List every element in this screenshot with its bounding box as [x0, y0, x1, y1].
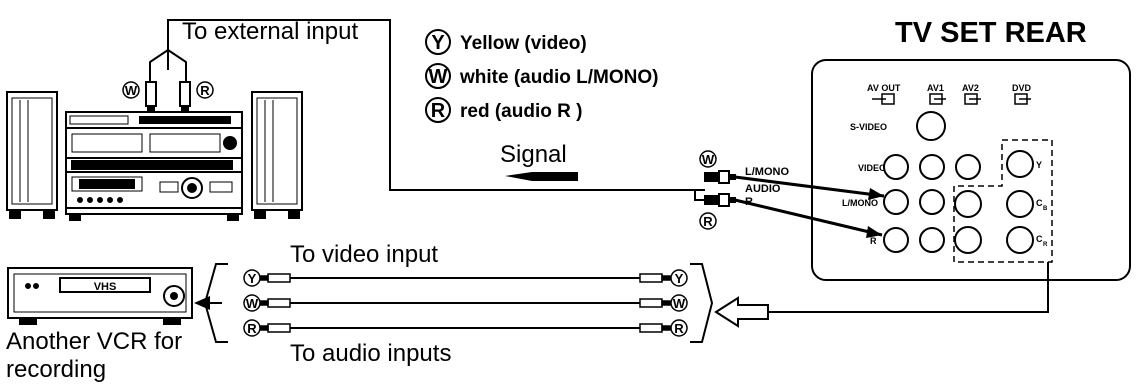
- component-y-jack: [1006, 150, 1034, 178]
- hollow-arrow: [714, 296, 769, 328]
- component-cb-jack: [1006, 190, 1034, 218]
- svg-text:Y: Y: [431, 32, 445, 54]
- cable-label-audio: AUDIO: [745, 183, 781, 195]
- svg-text:Yellow (video): Yellow (video): [460, 33, 587, 54]
- s-video-jack: [916, 111, 946, 141]
- svg-text:R: R: [1043, 242, 1048, 248]
- legend-symbol-white: [425, 63, 451, 89]
- tv-plug-red-symbol: R: [699, 212, 717, 230]
- legend-symbol-yellow: [425, 29, 451, 55]
- component-cr-jack: [1006, 226, 1034, 254]
- vcr-plug-white-right: W: [670, 294, 688, 312]
- stereo-system-illustration: [6, 91, 303, 221]
- svg-text:white (audio L/MONO): white (audio L/MONO): [459, 67, 658, 88]
- svg-text:AV1: AV1: [927, 83, 944, 93]
- svg-text:W: W: [702, 152, 715, 167]
- vcr-vhs-label: VHS: [94, 281, 117, 293]
- svg-text:W: W: [125, 83, 138, 98]
- av-video-jack-1: [883, 154, 909, 180]
- to-external-input-label: To external input: [182, 18, 358, 45]
- svg-text:AV OUT: AV OUT: [867, 83, 901, 93]
- legend-item-red: R red (audio R ): [425, 97, 582, 123]
- svg-text:W: W: [246, 296, 259, 311]
- svg-text:W: W: [429, 66, 448, 88]
- cable-bracket-right: [690, 263, 714, 343]
- svg-text:red (audio R ): red (audio R ): [460, 101, 582, 122]
- svg-text:DVD: DVD: [1012, 83, 1032, 93]
- cable-label-r: R: [745, 196, 753, 208]
- svg-text:VIDEO: VIDEO: [858, 163, 886, 173]
- stereo-plug-white-symbol: W: [122, 81, 140, 99]
- legend-item-white: W white (audio L/MONO): [425, 63, 658, 89]
- tv-plug-white-symbol: W: [699, 150, 717, 168]
- to-audio-inputs-label: To audio inputs: [290, 340, 451, 367]
- vcr-illustration: [7, 267, 193, 325]
- vcr-plug-red-right: R: [670, 319, 688, 337]
- svg-text:AV2: AV2: [962, 83, 979, 93]
- av-r-jack-1: [883, 227, 909, 253]
- svg-text:R: R: [431, 100, 446, 122]
- legend: Y Yellow (video) W white (audio L/MONO) …: [425, 29, 658, 123]
- svg-text:R: R: [200, 83, 210, 98]
- svg-text:R: R: [247, 321, 257, 336]
- component-dashed-box: [953, 139, 1053, 263]
- svg-text:B: B: [1043, 206, 1048, 212]
- vcr-plug-yellow-right: Y: [670, 269, 688, 287]
- output-arrow-head: [194, 296, 210, 310]
- legend-symbol-red: [425, 97, 451, 123]
- svg-text:S-VIDEO: S-VIDEO: [850, 122, 887, 132]
- av-lmono-jack-1: [883, 189, 909, 215]
- svg-text:Y: Y: [675, 271, 684, 286]
- svg-text:W: W: [673, 296, 686, 311]
- legend-item-yellow: Y Yellow (video): [425, 29, 587, 55]
- svg-text:R: R: [703, 214, 713, 229]
- signal-arrow: [505, 172, 578, 181]
- vcr-output-cables: [290, 277, 640, 329]
- tv-set-rear-title: TV SET REAR: [895, 17, 1087, 49]
- to-video-input-label: To video input: [290, 241, 438, 268]
- tv-audio-plugs: [694, 170, 885, 237]
- vcr-plug-yellow-left: Y: [243, 269, 261, 287]
- cable-label-lmono: L/MONO: [745, 166, 789, 178]
- svg-text:Y: Y: [1036, 160, 1042, 170]
- svg-text:Y: Y: [248, 271, 257, 286]
- tv-rear-panel: AV OUT AV1 AV2 DVD S-VIDEO VIDEO L/MONO …: [811, 59, 1131, 281]
- tv-output-return-line: [768, 262, 1049, 313]
- signal-label: Signal: [500, 141, 567, 168]
- stereo-plug-red-symbol: R: [196, 81, 214, 99]
- svg-text:R: R: [870, 236, 877, 246]
- vcr-plug-red-left: R: [243, 319, 261, 337]
- svg-text:C: C: [1036, 234, 1043, 244]
- vcr-caption-line2: recording: [6, 356, 106, 383]
- stereo-audio-cable: [145, 19, 705, 191]
- vcr-plug-white-left: W: [243, 294, 261, 312]
- svg-text:R: R: [674, 321, 684, 336]
- vcr-cable-plugs: [259, 273, 671, 333]
- svg-text:C: C: [1036, 198, 1043, 208]
- svg-text:L/MONO: L/MONO: [842, 198, 878, 208]
- vcr-caption-line1: Another VCR for: [6, 328, 182, 355]
